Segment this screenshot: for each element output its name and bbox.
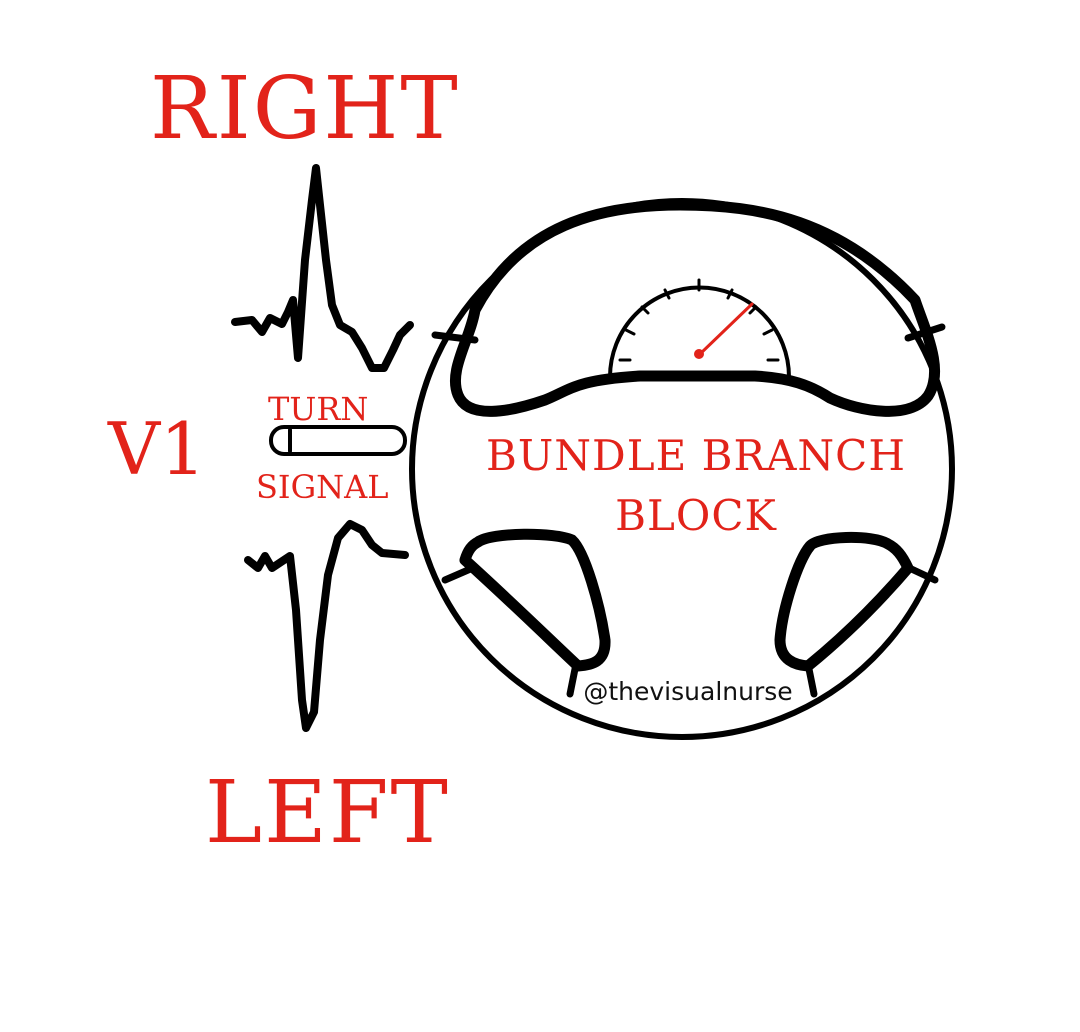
left-label: LEFT: [205, 763, 450, 863]
grip-tick-right-lower: [901, 562, 939, 584]
grip-tick-left-upper: [431, 331, 479, 344]
author-handle: @thevisualnurse: [583, 677, 792, 706]
signal-label: SIGNAL: [256, 468, 388, 506]
wheel-lower-left-grip: [459, 528, 611, 672]
gauge-ticks: [618, 278, 780, 362]
wheel-upper-grip: [449, 199, 941, 417]
grip-tick-bottom-right: [804, 660, 818, 698]
grip-tick-left-lower: [441, 563, 479, 584]
ecg-rsr-waveform-icon: [231, 164, 414, 372]
gauge-pivot: [694, 349, 704, 359]
wheel-lower-right-grip: [774, 532, 914, 672]
steering-wheel-icon: [409, 198, 955, 740]
grip-tick-bottom-left: [566, 660, 580, 698]
turn-signal-stalk-icon: [269, 425, 407, 456]
speedometer-icon: [608, 278, 791, 379]
ecg-deep-s-waveform-icon: [244, 520, 409, 732]
gauge-dial: [608, 285, 791, 379]
grip-tick-right-upper: [904, 323, 946, 342]
center-title-line2: BLOCK: [615, 491, 777, 540]
center-title-line1: BUNDLE BRANCH: [486, 431, 906, 480]
gauge-needle: [698, 302, 754, 356]
right-label: RIGHT: [150, 59, 460, 159]
stalk-body: [269, 425, 407, 456]
turn-label: TURN: [268, 390, 368, 428]
lead-v1-label: V1: [107, 407, 206, 491]
